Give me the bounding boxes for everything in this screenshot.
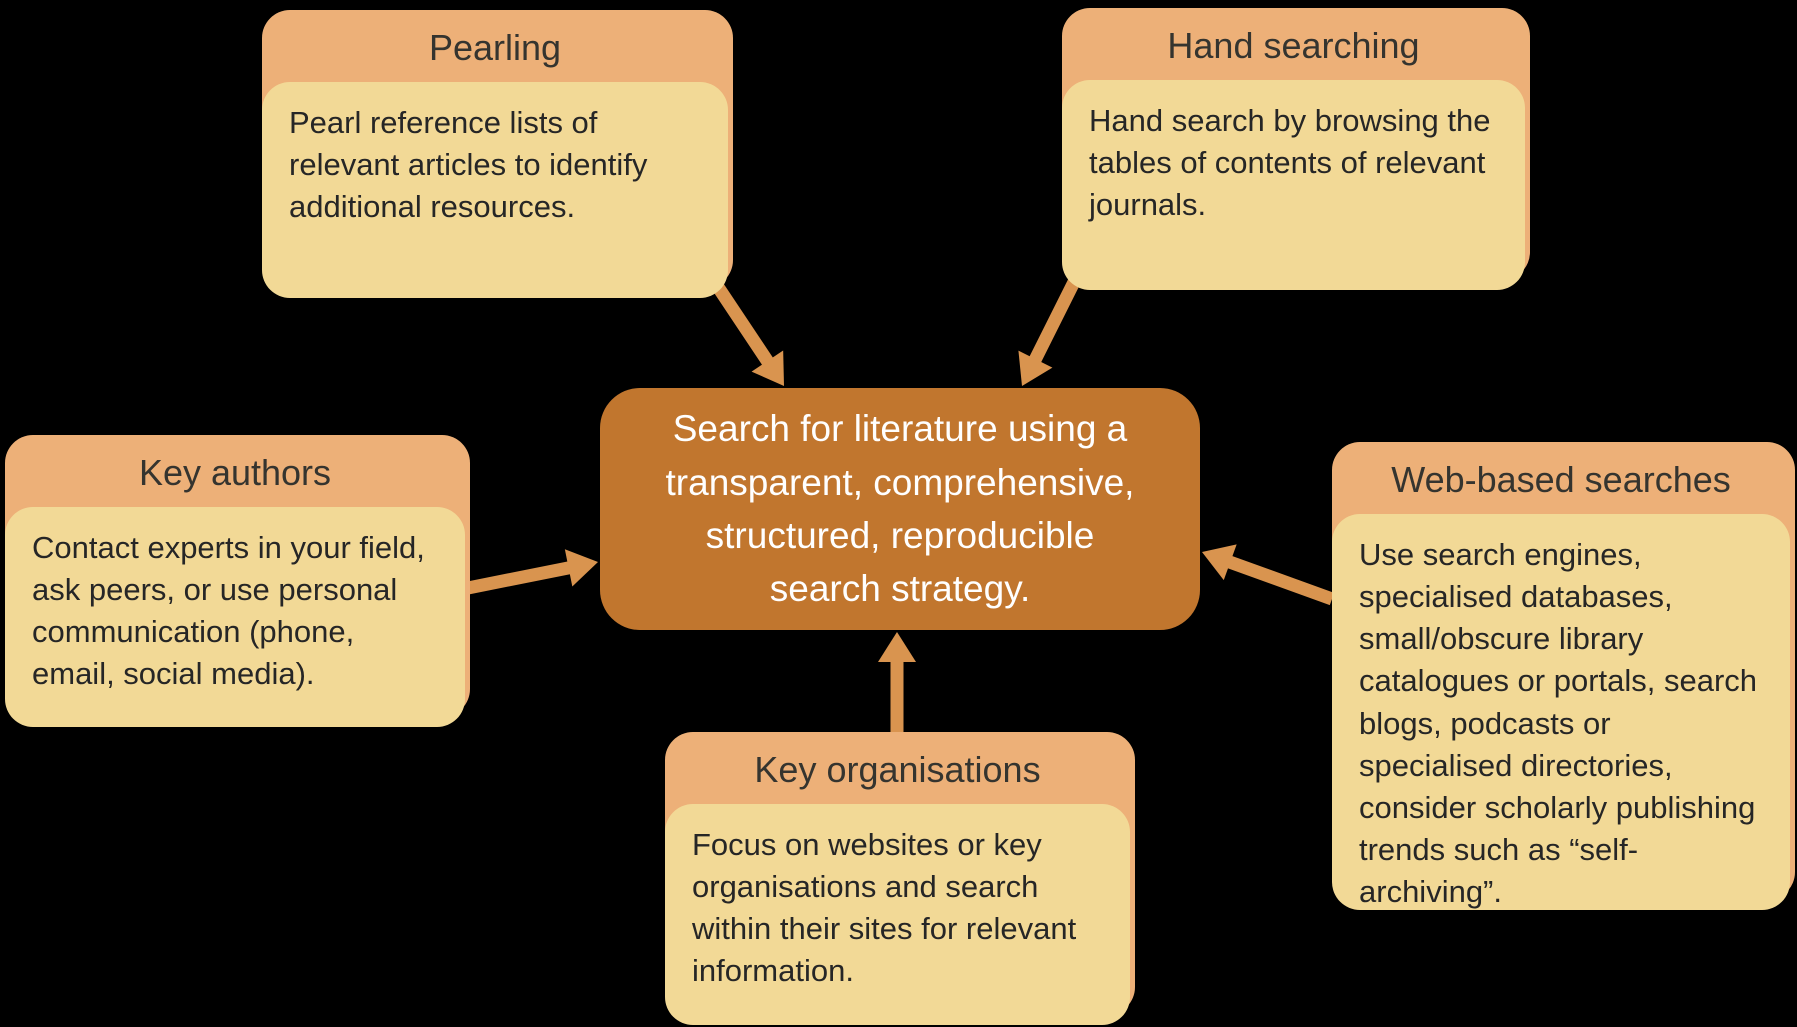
arrow-shaft-pearling: [710, 280, 775, 368]
node-web-based-searches-body: Use search engines, specialised database…: [1332, 514, 1790, 910]
arrow-head-hand_searching: [1018, 350, 1053, 386]
node-hand-searching-body: Hand search by browsing the tables of co…: [1062, 80, 1525, 290]
node-pearling: Pearl reference lists of relevant articl…: [262, 10, 733, 298]
node-web-based-searches-text: Use search engines, specialised database…: [1359, 537, 1758, 910]
node-hand-searching-text: Hand search by browsing the tables of co…: [1089, 103, 1491, 223]
node-key-organisations-text: Focus on websites or key organisations a…: [692, 827, 1077, 989]
node-web-based-searches: Use search engines, specialised database…: [1332, 442, 1795, 910]
arrow-shaft-hand_searching: [1027, 275, 1082, 366]
arrow-head-pearling: [751, 350, 784, 386]
node-hand-searching: Hand search by browsing the tables of co…: [1062, 8, 1530, 290]
arrow-head-key_organisations: [878, 632, 916, 662]
node-key-authors-text: Contact experts in your field, ask peers…: [32, 530, 425, 692]
node-pearling-body: Pearl reference lists of relevant articl…: [262, 82, 728, 298]
arrow-head-key_authors: [564, 549, 598, 587]
node-key-authors: Contact experts in your field, ask peers…: [5, 435, 470, 727]
node-key-organisations-title: Key organisations: [754, 749, 1041, 790]
arrow-head-web_based: [1202, 544, 1237, 581]
arrow-shaft-web_based: [1224, 554, 1335, 606]
node-pearling-title: Pearling: [428, 27, 562, 68]
arrow-shaft-key_authors: [466, 560, 574, 595]
node-key-organisations: Focus on websites or key organisations a…: [665, 732, 1135, 1025]
node-hand-searching-title: Hand searching: [1167, 25, 1420, 66]
node-pearling-text: Pearl reference lists of relevant articl…: [289, 105, 648, 225]
node-key-organisations-body: Focus on websites or key organisations a…: [665, 804, 1130, 1025]
node-web-based-searches-title: Web-based searches: [1391, 459, 1731, 500]
node-key-authors-title: Key authors: [138, 452, 332, 493]
node-key-authors-body: Contact experts in your field, ask peers…: [5, 507, 465, 727]
